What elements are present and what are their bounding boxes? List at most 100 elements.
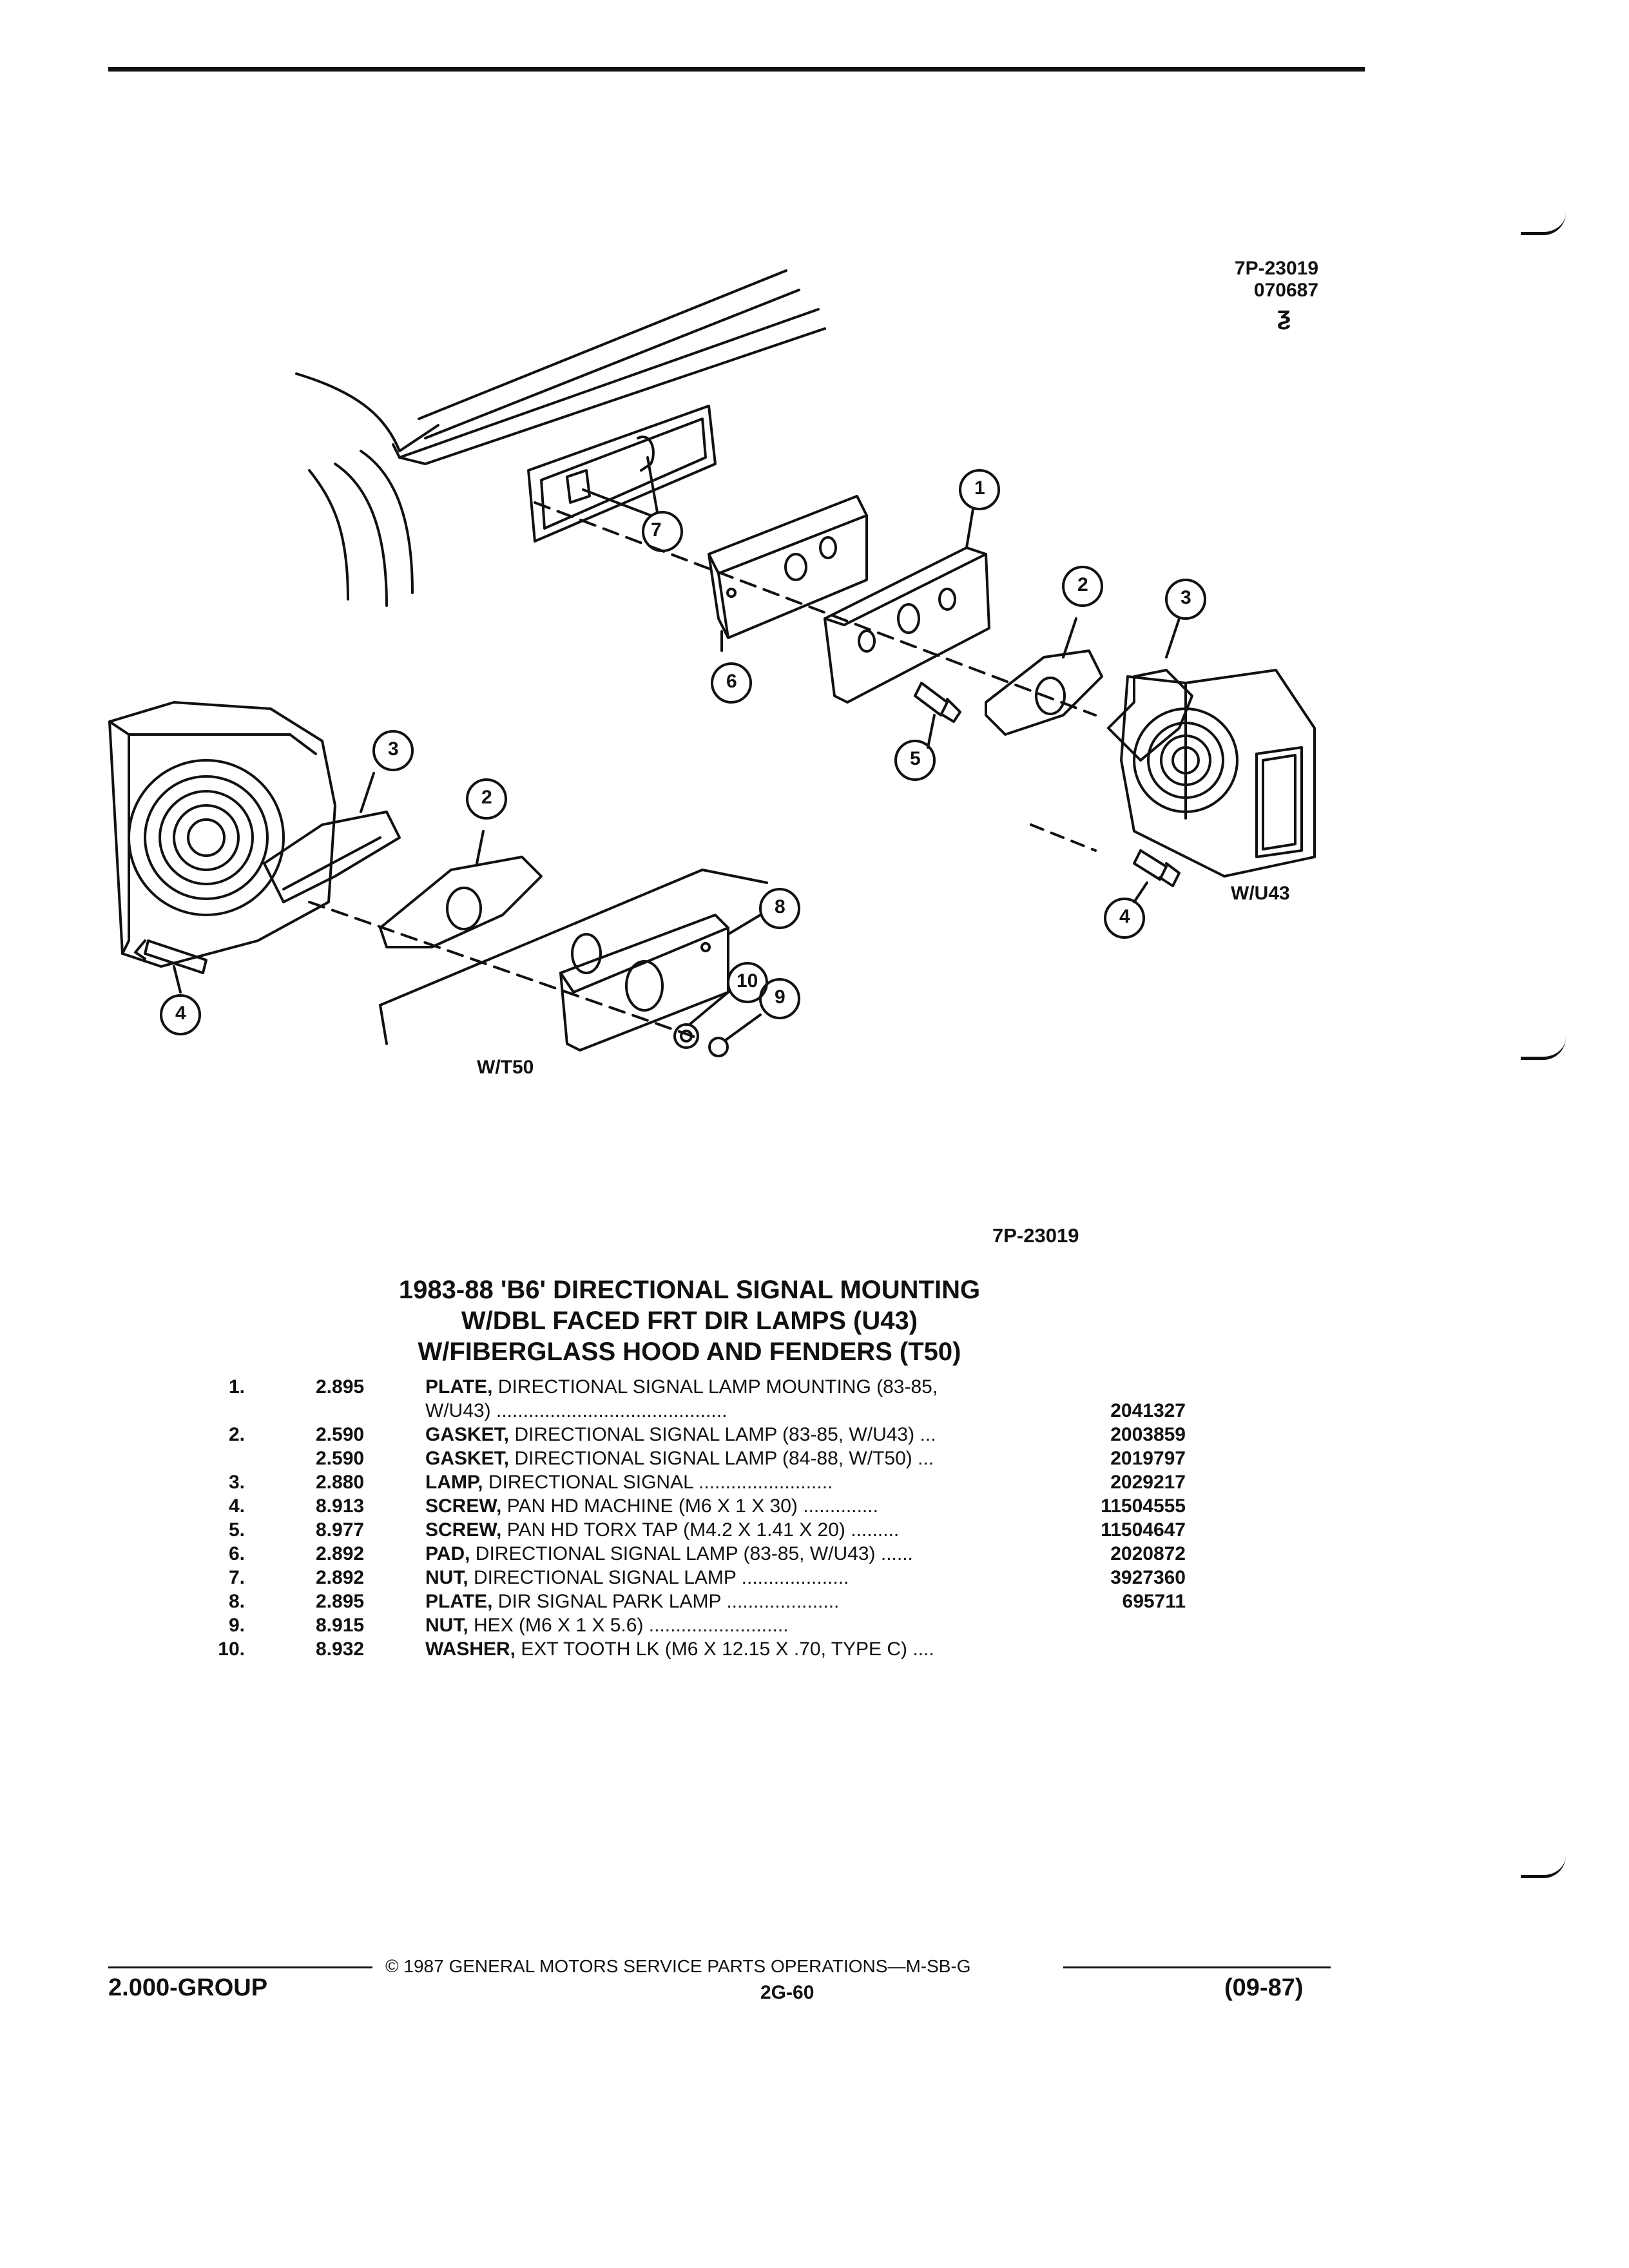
- part-detail: HEX (M6 X 1 X 5.6) .....................…: [474, 1615, 789, 1636]
- part-number: 11504555: [1101, 1495, 1186, 1517]
- callout-label-9: 9: [775, 986, 786, 1008]
- callout-label-1: 1: [974, 477, 985, 499]
- label-w-t50: W/T50: [477, 1057, 534, 1078]
- part-detail: DIR SIGNAL PARK LAMP ...................…: [497, 1591, 840, 1612]
- group-number: 8.977: [316, 1519, 365, 1541]
- item-number: 5.: [228, 1519, 245, 1541]
- screw-part-4-left: [134, 939, 207, 1035]
- footer-rule-left: [108, 1966, 372, 1968]
- part-detail: W/U43) .................................…: [425, 1400, 728, 1421]
- section-title-line-1: 1983-88 'B6' DIRECTIONAL SIGNAL MOUNTING: [398, 1276, 981, 1304]
- top-rule: [108, 67, 1365, 72]
- part-description: GASKET, DIRECTIONAL SIGNAL LAMP (84-88, …: [425, 1446, 1070, 1470]
- part-number: 11504647: [1101, 1519, 1186, 1541]
- margin-mark: [1521, 1856, 1566, 1878]
- part-detail: PAN HD MACHINE (M6 X 1 X 30) ...........…: [506, 1495, 878, 1517]
- washer-part-10: [673, 962, 768, 1049]
- part-name: SCREW,: [425, 1495, 502, 1517]
- item-number: 9.: [228, 1615, 245, 1636]
- lamp-part-3-left: [108, 701, 414, 968]
- lamp-part-3-top: [1107, 579, 1316, 878]
- part-detail: DIRECTIONAL SIGNAL LAMP (83-85, W/U43) .…: [475, 1543, 913, 1564]
- group-number: 8.932: [316, 1639, 365, 1660]
- item-number: 4.: [228, 1495, 245, 1517]
- callout-label-2-left: 2: [481, 787, 492, 808]
- part-name: LAMP,: [425, 1472, 483, 1493]
- part-number: 2041327: [1110, 1400, 1186, 1421]
- group-number: 8.915: [316, 1615, 365, 1636]
- section-title-line-2: W/DBL FACED FRT DIR LAMPS (U43): [461, 1307, 918, 1335]
- vehicle-body-outline: [295, 269, 826, 607]
- ref-mark: ƺ: [1277, 302, 1291, 330]
- figure-code: 7P-23019: [992, 1224, 1079, 1247]
- part-description: SCREW, PAN HD MACHINE (M6 X 1 X 30) ....…: [425, 1494, 1070, 1518]
- item-number: 7.: [228, 1567, 245, 1588]
- footer-copyright: © 1987 GENERAL MOTORS SERVICE PARTS OPER…: [385, 1956, 971, 1976]
- parts-row: W/U43) .................................…: [206, 1399, 1237, 1423]
- margin-mark: [1521, 1037, 1566, 1060]
- parts-row: 4. 8.913 SCREW, PAN HD MACHINE (M6 X 1 X 3…: [206, 1494, 1237, 1518]
- part-number: 3927360: [1110, 1567, 1186, 1588]
- group-number: 8.913: [316, 1495, 365, 1517]
- plate-part-1: [824, 469, 1000, 704]
- part-description: NUT, HEX (M6 X 1 X 5.6) ................…: [425, 1613, 1070, 1637]
- parts-row: 8. 2.895 PLATE, DIR SIGNAL PARK LAMP .....…: [206, 1590, 1237, 1613]
- item-number: 2.: [228, 1424, 245, 1445]
- item-number: 10.: [218, 1639, 245, 1660]
- part-detail: DIRECTIONAL SIGNAL LAMP ................…: [474, 1567, 849, 1588]
- part-number: 695711: [1122, 1591, 1186, 1612]
- part-description: PLATE, DIRECTIONAL SIGNAL LAMP MOUNTING …: [425, 1375, 1070, 1399]
- callout-label-10: 10: [737, 970, 758, 992]
- item-number: 8.: [228, 1591, 245, 1612]
- group-number: 2.590: [316, 1448, 365, 1469]
- footer-group: 2.000-GROUP: [108, 1974, 268, 2001]
- callout-label-5: 5: [910, 748, 921, 769]
- parts-row: 9. 8.915 NUT, HEX (M6 X 1 X 5.6) .........…: [206, 1613, 1237, 1637]
- item-number: 3.: [228, 1472, 245, 1493]
- callout-label-2-top: 2: [1077, 574, 1088, 595]
- footer-rule-right: [1063, 1966, 1331, 1968]
- footer-page-number: 2G-60: [760, 1982, 815, 2003]
- part-description: PLATE, DIR SIGNAL PARK LAMP ............…: [425, 1590, 1070, 1613]
- part-name: PLATE,: [425, 1376, 493, 1398]
- callout-label-6: 6: [726, 671, 737, 692]
- part-description: PAD, DIRECTIONAL SIGNAL LAMP (83-85, W/U…: [425, 1542, 1070, 1566]
- parts-row: 2.590 GASKET, DIRECTIONAL SIGNAL LAMP (84…: [206, 1446, 1237, 1470]
- margin-mark: [1521, 213, 1566, 235]
- plate-part-8: [559, 888, 800, 1052]
- parts-row: 10. 8.932 WASHER, EXT TOOTH LK (M6 X 12.15…: [206, 1637, 1237, 1661]
- part-name: PLATE,: [425, 1591, 493, 1612]
- pad-part-6: [708, 495, 868, 704]
- part-detail: DIRECTIONAL SIGNAL .....................…: [488, 1472, 833, 1493]
- part-detail: DIRECTIONAL SIGNAL LAMP (83-85, W/U43) .…: [514, 1424, 936, 1445]
- group-number: 2.892: [316, 1543, 365, 1564]
- ref-date: 070687: [1253, 280, 1318, 301]
- figure-reference-code: 7P-23019 070687: [1235, 258, 1318, 302]
- callout-label-4-right: 4: [1119, 906, 1130, 927]
- gasket-part-2-top: [985, 566, 1103, 736]
- callout-label-7: 7: [651, 519, 662, 541]
- group-number: 2.895: [316, 1376, 365, 1398]
- section-title-line-3: W/FIBERGLASS HOOD AND FENDERS (T50): [418, 1338, 961, 1366]
- part-detail: PAN HD TORX TAP (M4.2 X 1.41 X 20) .....…: [506, 1519, 900, 1541]
- part-number: 2019797: [1110, 1448, 1186, 1469]
- part-description: W/U43) .................................…: [425, 1399, 1070, 1423]
- nut-part-9: [708, 978, 800, 1057]
- screw-part-5: [894, 682, 961, 781]
- group-number: 2.892: [316, 1567, 365, 1588]
- part-name: GASKET,: [425, 1424, 510, 1445]
- part-description: WASHER, EXT TOOTH LK (M6 X 12.15 X .70, …: [425, 1637, 1070, 1661]
- part-number: 2029217: [1110, 1472, 1186, 1493]
- part-description: LAMP, DIRECTIONAL SIGNAL ...............…: [425, 1470, 1070, 1494]
- group-number: 2.895: [316, 1591, 365, 1612]
- parts-row: 1. 2.895 PLATE, DIRECTIONAL SIGNAL LAMP MO…: [206, 1375, 1237, 1399]
- lower-body-panel: [308, 869, 768, 1045]
- callout-label-3-top: 3: [1181, 587, 1191, 608]
- ref-code: 7P-23019: [1234, 258, 1318, 279]
- part-name: NUT,: [425, 1615, 468, 1636]
- item-number: 1.: [228, 1376, 245, 1398]
